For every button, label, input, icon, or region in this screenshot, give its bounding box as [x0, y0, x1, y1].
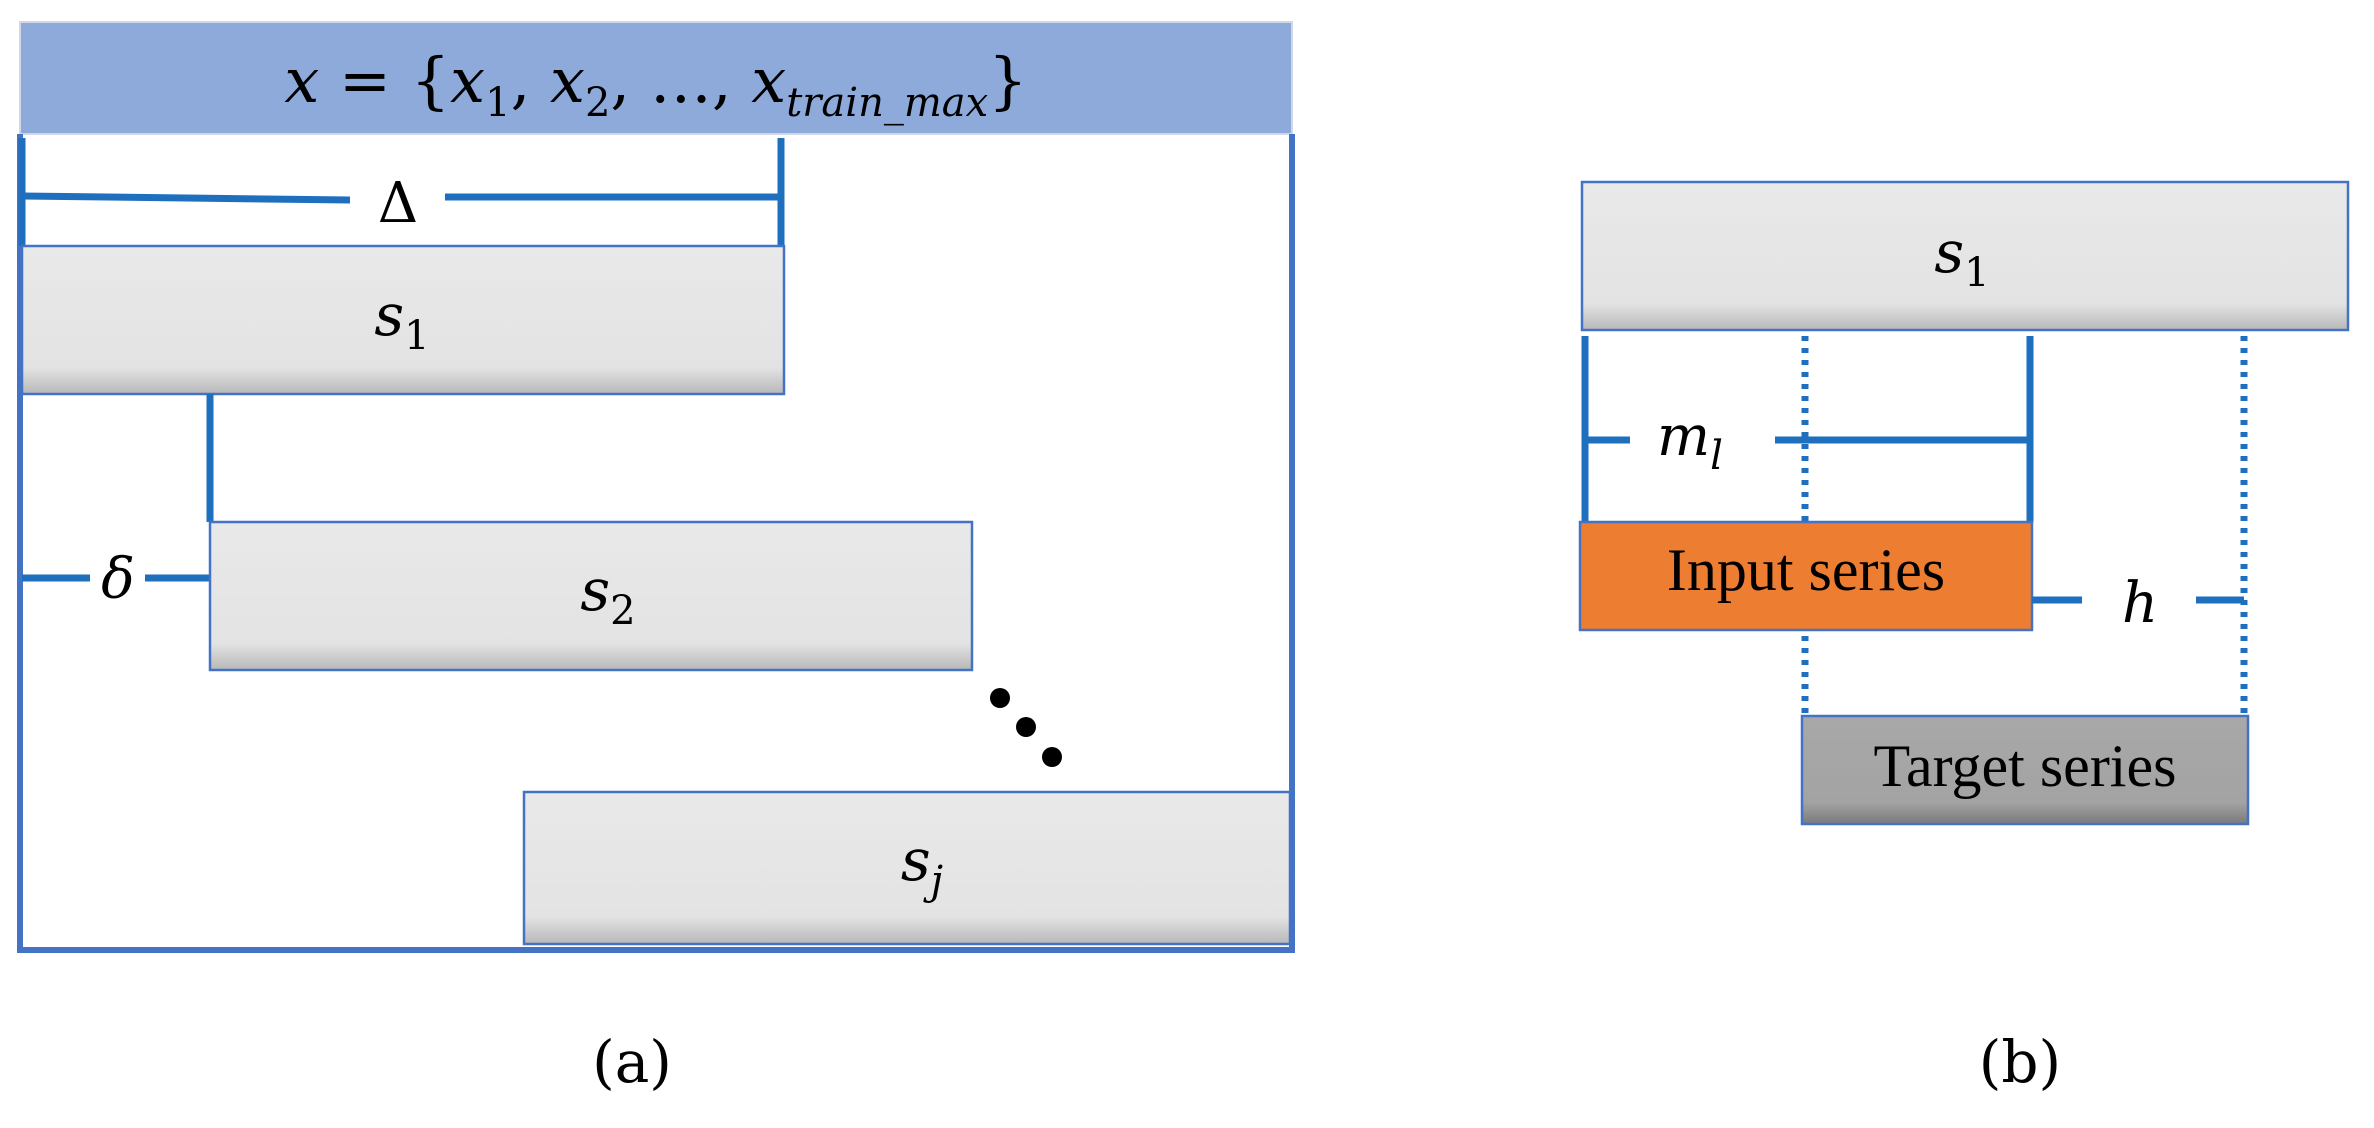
segment-s1-b-label: s1	[1934, 218, 1989, 296]
series-header-bar	[19, 21, 1293, 135]
series-header-formula: x = {x1, x2, …, xtrain_max}	[284, 44, 1027, 126]
stride-label: δ	[101, 547, 135, 612]
input-series-label: Input series	[1667, 537, 1945, 603]
stride-bracket	[22, 394, 214, 582]
input-length-bracket	[1581, 336, 2034, 522]
segment-s1	[20, 244, 786, 396]
segment-sj	[522, 790, 1292, 946]
caption-a: (a)	[592, 1028, 672, 1096]
panel-a-frame	[17, 134, 1295, 953]
window-size-label: Δ	[378, 171, 418, 236]
panel-a: x = {x1, x2, …, xtrain_max} Δ s1 δ s2	[17, 21, 1295, 1096]
segment-s2-label: s2	[580, 556, 635, 634]
ellipsis-dots	[990, 688, 1062, 767]
segment-s2	[208, 520, 974, 672]
horizon-label: h	[2122, 571, 2158, 636]
window-bracket	[18, 138, 785, 246]
segment-s1-b	[1580, 180, 2350, 332]
segment-s1-label: s1	[374, 281, 429, 359]
input-length-label: ml	[1657, 404, 1723, 479]
segment-sj-label: sj	[901, 826, 943, 904]
target-series-box	[1800, 714, 2250, 826]
target-series-label: Target series	[1874, 733, 2177, 799]
panel-b: s1 ml Input series h Target series (b)	[1578, 180, 2350, 1096]
input-series-box	[1578, 520, 2034, 632]
caption-b: (b)	[1979, 1028, 2061, 1096]
